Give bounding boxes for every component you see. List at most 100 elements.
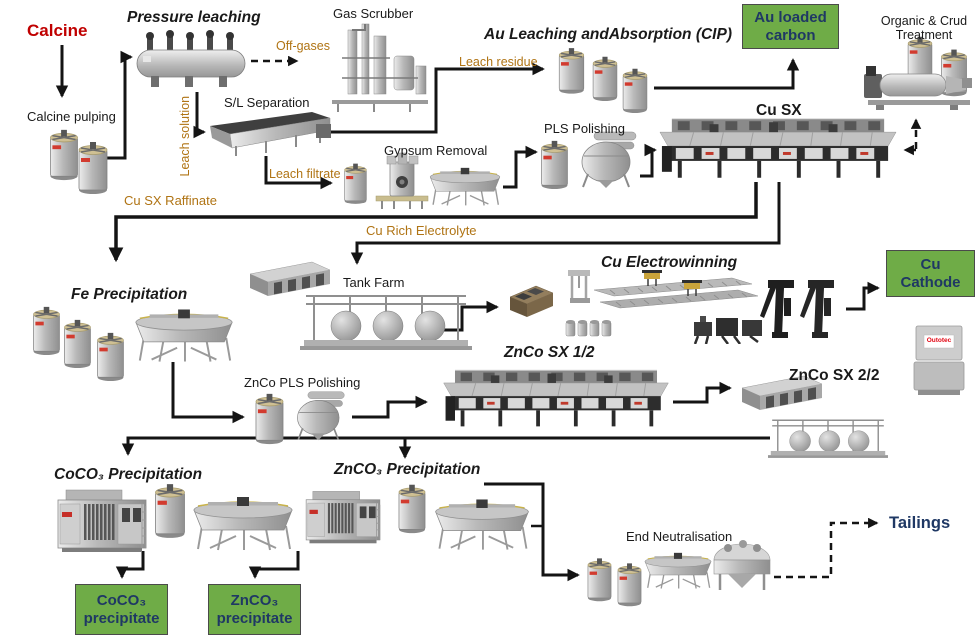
tank-icon [344,162,367,205]
tank-farm-label: Tank Farm [343,275,405,290]
tank-icon [78,141,108,195]
fe-precipitation-label: Fe Precipitation [71,286,188,303]
tank-icon [587,557,612,602]
ew-cell-icon [509,285,554,318]
tank-farm-rack-icon [300,295,472,351]
coco3-precipitate-line2: precipitate [83,609,160,627]
tank-icon [154,483,186,539]
canisters-icon [565,319,612,337]
filter-press-icon [305,490,381,544]
gas-scrubber-label: Gas Scrubber [333,6,414,21]
autoclave-icon [136,30,246,88]
coco3-precipitate-line1: CoCO₃ [96,591,147,609]
arrow-fe-to-zncopls [171,362,245,424]
tank-icon [96,332,125,382]
stripping-machine-icon [760,280,834,338]
pls-polishing-label: PLS Polishing [544,121,625,136]
coco3-precipitation-label: CoCO₃ Precipitation [54,466,203,483]
znco3-precipitate-line1: ZnCO₃ [230,591,279,609]
znco3-precipitation-label: ZnCO₃ Precipitation [334,461,481,478]
pressure-leaching-label: Pressure leaching [127,9,261,26]
arrow-zncopls-to-sx12 [352,395,428,419]
arrow-coco3-to-box [115,551,145,579]
znco-sx-2-2-label: ZnCo SX 2/2 [789,367,880,384]
arrow-pls-to-cusx [640,143,657,178]
arrow-znco3-to-endneut [484,482,580,582]
arrow-sx12-to-sx22 [673,381,732,404]
mixer-settler-icon [441,367,671,429]
tank-icon [32,306,61,356]
calcine-pulping-label: Calcine pulping [27,109,116,124]
au-loaded-carbon-box: Au loaded carbon [742,4,839,49]
thickener-icon [644,552,712,590]
reactor-icon [375,152,429,210]
equipment-layer [32,23,973,607]
au-loaded-carbon-line2: carbon [765,26,816,44]
znco3-precipitate-line2: precipitate [216,609,293,627]
leach-filtrate-label: Leach filtrate [269,167,341,181]
cu-cathode-line2: Cathode [900,273,961,291]
arrow-pulping-to-autoclave [106,50,133,160]
thickener-icon [434,498,530,551]
tailings-label: Tailings [889,514,951,532]
polishing-filter-icon [296,390,346,442]
cu-cathode-line1: Cu [920,255,941,273]
leach-residue-label: Leach residue [459,55,538,69]
cu-sx-raffinate-label: Cu SX Raffinate [124,193,217,208]
drum-filter-icon [712,538,772,592]
calcine-label: Calcine [27,21,88,40]
arrow-autoclave-to-sl [193,92,206,139]
gas-scrubber-icon [331,23,429,113]
end-neutralisation-label: End Neutralisation [626,529,733,544]
tank-icon [617,562,642,607]
organic-crud-label: Organic & Crud Treatment [868,14,980,43]
znco-pls-polishing-label: ZnCo PLS Polishing [244,375,361,390]
cu-electrowinning-label: Cu Electrowinning [601,254,738,271]
znco-sx-1-2-label: ZnCo SX 1/2 [504,344,595,361]
outotec-logo: Outotec [926,337,952,344]
line-cu-rich-electrolyte [350,182,781,265]
au-leaching-cip-label: Au Leaching andAbsorption (CIP) [484,26,732,43]
tank-icon [592,56,618,102]
tank-icon [63,319,92,369]
mixer-settler-icon [657,116,899,180]
module-row-icon [249,261,331,297]
leach-solution-label: Leach solution [177,95,192,177]
aux-machines-icon [692,314,764,344]
tank-icon [49,129,79,181]
organic-crud-line1: Organic & Crud [880,14,968,28]
coco3-precipitate-box: CoCO₃ precipitate [75,584,168,635]
tank-icon [558,47,585,95]
sl-separation-label: S/L Separation [224,95,310,110]
thickener-icon [134,308,234,363]
organic-crud-line2: Treatment [895,28,953,43]
ew-tankhouse-icon [593,270,759,309]
znco3-precipitate-box: ZnCO₃ precipitate [208,584,301,635]
arrow-leach-residue [320,62,545,134]
thickener-icon [429,167,501,207]
arrow-leach-filtrate [264,156,333,190]
gypsum-removal-label: Gypsum Removal [384,143,488,158]
off-gases-label: Off-gases [276,39,330,53]
tank-icon [255,393,284,445]
cu-cathode-box: Cu Cathode [886,250,975,297]
tank-icon [540,140,569,190]
dashed-connectors [251,55,922,579]
thickener-icon [192,495,294,552]
tank-farm-rack-icon [768,419,888,459]
polishing-filter-icon [581,131,637,189]
cu-rich-electrolyte-label: Cu Rich Electrolyte [366,223,477,238]
line-sx22-to-coco3 [121,436,770,456]
arrow-znco3-to-box [248,551,300,579]
arrow-gypsum-to-pls [503,145,538,189]
arrow-cip-to-au-carbon [654,58,800,90]
cu-sx-label: Cu SX [756,102,802,119]
arrow-ew-to-cathode [846,281,880,311]
tank-icon [622,68,648,114]
au-loaded-carbon-line1: Au loaded [754,8,827,26]
belt-filter-icon [209,111,332,157]
crane-icon [566,268,592,305]
line-cusx-raffinate [108,182,758,263]
arrow-endneut-to-tailings [774,517,879,579]
